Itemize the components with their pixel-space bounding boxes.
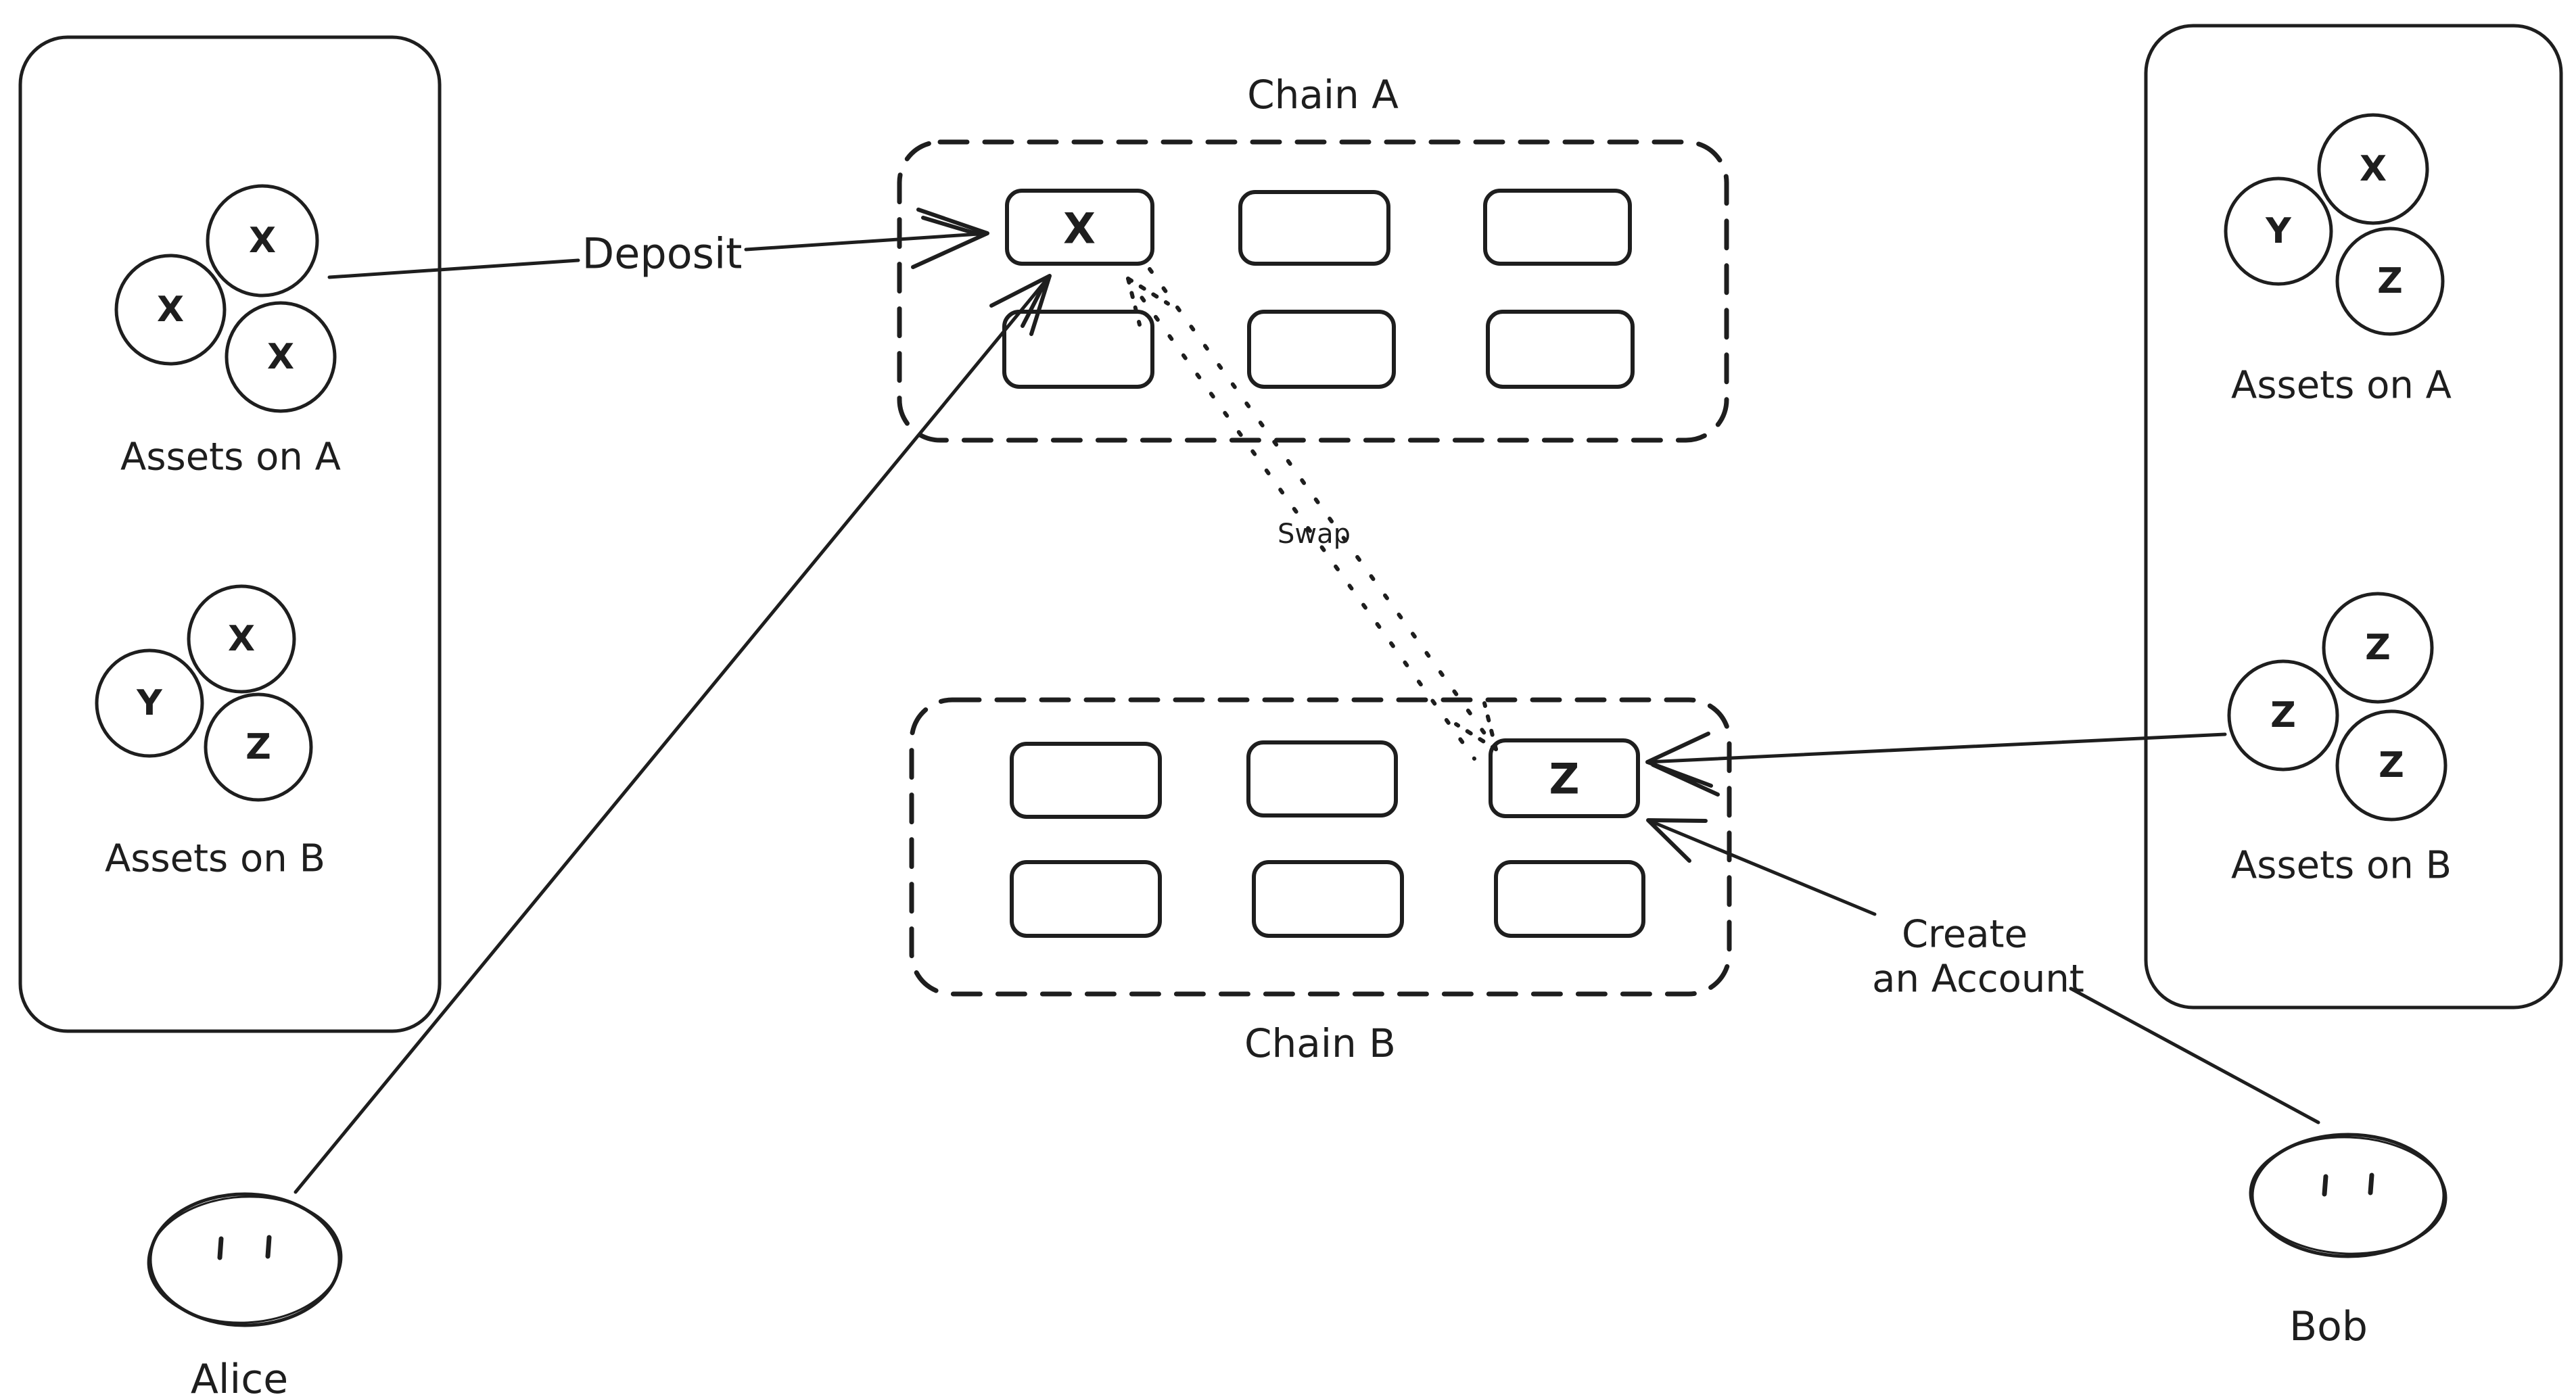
- coin-circle: [2317, 113, 2429, 225]
- coin-label: X: [157, 289, 184, 330]
- alice-assets-on-b-label: Assets on B: [105, 837, 325, 881]
- chain-b-cell-empty: [1494, 860, 1645, 938]
- bob-assets-on-a-label: Assets on A: [2231, 364, 2452, 408]
- chain-b-group: Z Chain B: [909, 697, 1732, 1066]
- alice-name-label: Alice: [191, 1356, 288, 1399]
- chain-b-boundary: [909, 697, 1732, 997]
- bob-assets-on-b-group: Z Z Z Assets on B: [2227, 592, 2452, 888]
- chain-b-cell-empty: [1010, 860, 1162, 938]
- coin-circle: [204, 692, 313, 802]
- alice-avatar: Alice: [147, 1192, 343, 1399]
- deposit-arrow: Deposit: [327, 208, 989, 279]
- chain-a-cell-empty: [1238, 190, 1390, 266]
- coin-label: Z: [2270, 695, 2296, 736]
- bob-asset-to-chain-b-arrow: [1645, 732, 2227, 797]
- coin-label: X: [2360, 149, 2387, 189]
- create-account-label-line2: an Account: [1872, 957, 2084, 1001]
- coin-circle: [2335, 227, 2445, 336]
- chain-b-cell-empty: [1010, 742, 1162, 819]
- alice-panel-shape: [18, 35, 442, 1033]
- alice-face-icon: [148, 1192, 342, 1327]
- bob-face-icon: [2250, 1133, 2446, 1258]
- coin-label: X: [228, 619, 255, 659]
- bob-assets-panel: X Y Z Assets on A Z Z Z Assets on B: [2144, 24, 2563, 1010]
- bob-assets-on-b-label: Assets on B: [2231, 844, 2452, 888]
- bob-arrow-shaft: [1645, 732, 2227, 764]
- bob-face-sketch-line: [2249, 1136, 2448, 1255]
- chain-b-cell-empty: [1246, 740, 1398, 817]
- alice-face-sketch-line: [147, 1195, 343, 1324]
- coin-label: X: [249, 220, 276, 261]
- coin-circle: [206, 184, 319, 298]
- coin-circle: [187, 584, 296, 694]
- coin-circle: [2322, 592, 2434, 704]
- bob-name-label: Bob: [2289, 1303, 2368, 1350]
- create-account-to-bob-line: [2069, 987, 2320, 1124]
- swap-dotted-line: [1148, 267, 1498, 751]
- deposit-label: Deposit: [582, 229, 742, 279]
- coin-circle: [225, 301, 337, 413]
- alice-arrowhead: [989, 274, 1052, 336]
- coin-label: Z: [2365, 627, 2391, 668]
- chain-b-cell-z-label: Z: [1549, 755, 1580, 804]
- create-account-label-line1: Create: [1902, 913, 2028, 957]
- chain-a-title: Chain A: [1247, 72, 1399, 118]
- coin-label: Z: [2379, 745, 2404, 786]
- coin-label: Y: [136, 683, 163, 724]
- chain-a-cell-empty: [1002, 310, 1154, 389]
- chain-b-cell-empty: [1252, 860, 1404, 938]
- deposit-arrowhead: [911, 208, 989, 269]
- alice-assets-on-a-label: Assets on A: [120, 435, 341, 479]
- coin-circle: [2224, 176, 2333, 286]
- coin-label: Z: [2377, 261, 2403, 302]
- alice-deposit-arrow: [294, 274, 1052, 1194]
- coin-label: Z: [245, 727, 271, 767]
- chain-a-cell-empty: [1486, 310, 1635, 389]
- coin-label: X: [267, 337, 294, 377]
- chain-a-cell-x-label: X: [1063, 204, 1096, 254]
- bob-arrowhead: [1645, 732, 1720, 797]
- alice-arrow-shaft: [294, 274, 1052, 1194]
- create-account-arrow-shaft: [1646, 818, 1877, 916]
- coin-circle: [95, 648, 204, 758]
- bob-assets-on-a-group: X Y Z Assets on A: [2224, 113, 2452, 408]
- create-account-arrowhead: [1646, 818, 1708, 863]
- alice-eyes-icon: [217, 1235, 272, 1260]
- alice-assets-panel: X X X Assets on A X Y Z Assets on B: [18, 35, 442, 1033]
- create-account-annotation: Create an Account: [1646, 818, 2320, 1124]
- coin-circle: [2335, 709, 2448, 822]
- coin-label: Y: [2265, 211, 2292, 252]
- swap-label: Swap: [1278, 519, 1351, 550]
- alice-assets-on-a-group: X X X Assets on A: [114, 184, 341, 479]
- chain-a-cell-empty: [1247, 310, 1396, 389]
- coin-circle: [2227, 659, 2339, 772]
- deposit-arrow-shaft: [744, 232, 981, 252]
- chain-b-cell-z: [1489, 738, 1640, 818]
- chain-a-cell-empty: [1483, 189, 1632, 266]
- swap-arrow: Swap: [1126, 267, 1498, 761]
- chain-b-title: Chain B: [1244, 1020, 1396, 1066]
- bob-avatar: Bob: [2249, 1133, 2448, 1350]
- chain-a-boundary: [897, 139, 1729, 443]
- swap-dotted-line: [1126, 277, 1476, 761]
- coin-circle: [114, 254, 227, 366]
- chain-a-cell-x: [1005, 189, 1154, 266]
- alice-assets-on-b-group: X Y Z Assets on B: [95, 584, 325, 881]
- bob-eyes-icon: [2322, 1172, 2374, 1197]
- chain-a-group: Chain A X: [897, 72, 1729, 443]
- bob-panel-shape: [2144, 24, 2563, 1010]
- deposit-arrow-shaft: [327, 258, 580, 279]
